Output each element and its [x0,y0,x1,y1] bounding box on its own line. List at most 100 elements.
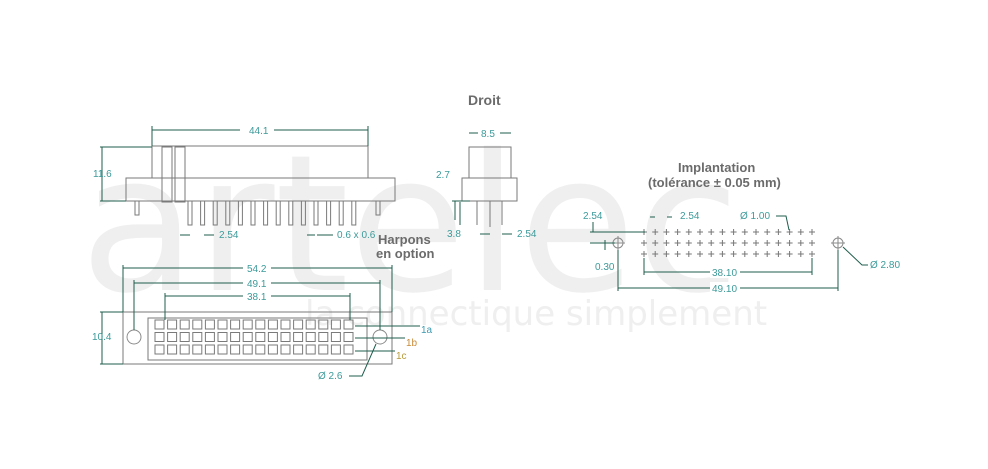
contact [330,332,341,342]
row-c-label: 1c [396,351,407,362]
pin-hole [809,251,815,257]
pin-hole [741,251,748,257]
pin-hole [786,240,793,246]
row-a-label: 1a [421,325,433,336]
contact [343,319,354,330]
contact [318,332,329,342]
pin-hole [641,251,647,257]
watermark-tagline: la connectique simplement [305,294,767,334]
contact [293,319,304,330]
pin-hole [809,240,815,246]
contact [204,344,215,355]
contact [204,332,215,342]
contact [305,319,316,330]
contact [255,319,266,330]
contact [192,344,203,355]
pin [288,200,294,226]
pin-hole [674,229,681,235]
implantation-view: Implantation (tolérance ± 0.05 mm) 2.54 … [583,160,900,295]
pin [187,200,193,226]
dim-offset: 2.7 [436,170,450,181]
contact [318,344,329,355]
dim-front-height: 10.4 [92,332,112,343]
dim-hole-dia-100: Ø 1.00 [740,211,770,222]
dim-contacts: 38.1 [247,292,267,303]
contact [343,332,354,342]
pin [263,200,269,226]
pin-hole [697,229,703,235]
contact [293,332,304,342]
mounting-peg [375,200,381,216]
pin [225,200,231,226]
title: Droit [468,92,501,108]
pin-hole [730,229,737,235]
dim-hole-span: 49.10 [712,284,737,295]
pin-hole [764,251,771,257]
pin [237,200,243,226]
contact [343,344,354,355]
contact [267,344,278,355]
pin-hole [674,251,681,257]
harpons-label-2: en option [376,246,435,261]
pin-hole [663,240,670,246]
pin-hole [719,240,726,246]
dim-pitch: 2.54 [219,230,239,241]
pin-hole [786,251,793,257]
dim-pitch-h: 2.54 [680,211,700,222]
pin-hole [708,240,715,246]
contact [230,344,241,355]
pin-hole [753,229,759,235]
contact [255,332,266,342]
pin-hole [741,240,748,246]
dim-holes: 49.1 [247,279,267,290]
pin-hole [663,229,670,235]
dim-pin-length: 3.8 [447,229,461,240]
dim-overall: 54.2 [247,264,267,275]
pin-hole [697,251,703,257]
pin-hole [685,251,692,257]
pin-hole [764,240,771,246]
pin-hole [719,251,726,257]
contact [154,319,165,330]
front-view: 54.2 49.1 38.1 10.4 1a 1b 1c Ø 2.6 [92,262,433,382]
pin-hole [674,240,681,246]
pin-hole [652,240,659,246]
pin [313,200,319,226]
contact [267,332,278,342]
pin [275,200,281,226]
dim-offset-030: 0.30 [595,262,615,273]
pin [326,200,332,226]
pin-hole [775,240,782,246]
harpon [174,146,186,203]
contact [242,344,253,355]
pin-hole [797,251,804,257]
contact [293,344,304,355]
contact [179,319,190,330]
dim-end-pitch: 2.54 [517,229,537,240]
pin-hole [708,251,715,257]
pin [200,200,206,226]
contact [255,344,266,355]
pin-hole [809,229,815,235]
harpon [161,146,173,203]
contact [305,332,316,342]
pin-hole [797,229,804,235]
pin [300,200,306,226]
contact [318,319,329,330]
pin-hole [708,229,715,235]
dim-mount-dia: Ø 2.80 [870,260,900,271]
dim-hole-dia: Ø 2.6 [318,371,343,382]
pin-hole [730,251,737,257]
dim-height: 11.6 [93,169,112,180]
contact [154,344,165,355]
pin-hole [764,229,771,235]
contact [242,319,253,330]
pin [338,200,344,226]
pin-hole [663,251,670,257]
implantation-title: Implantation [678,160,755,175]
row-b-label: 1b [406,338,418,349]
pin-hole [775,251,782,257]
contact [280,344,291,355]
pin-hole [775,229,782,235]
